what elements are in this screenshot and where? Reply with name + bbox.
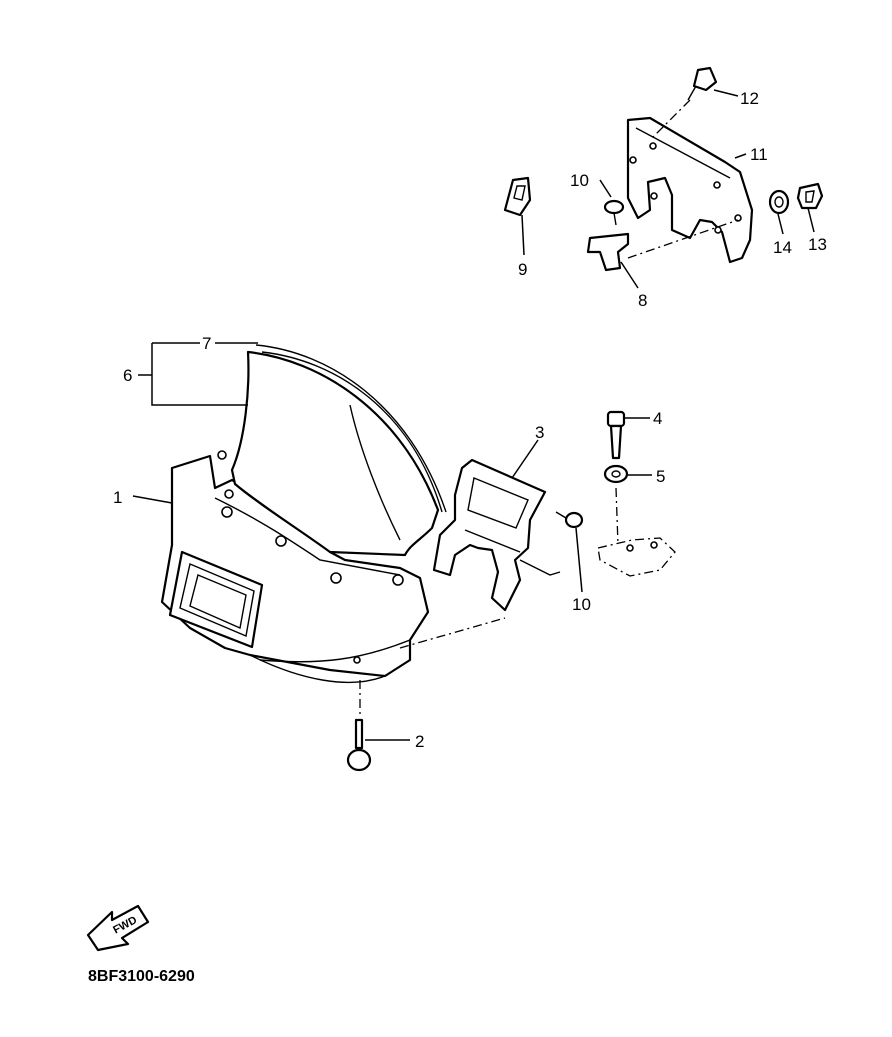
callout-14: 14 — [773, 238, 792, 257]
fwd-arrow-icon: FWD — [86, 904, 150, 952]
callout-7: 7 — [202, 334, 211, 353]
callout-5: 5 — [656, 467, 665, 486]
callout-3: 3 — [535, 423, 544, 442]
leader-lines — [132, 89, 815, 741]
collar-13-part — [796, 182, 824, 210]
clip-9-part — [503, 176, 532, 217]
windshield-part — [230, 344, 447, 557]
bolt-4-part — [606, 410, 626, 460]
callout-9: 9 — [518, 260, 527, 279]
callout-1: 1 — [113, 488, 122, 507]
callout-11: 11 — [750, 145, 768, 164]
diagram-code: 8BF3100-6290 — [88, 968, 195, 985]
callout-10-top: 10 — [570, 171, 589, 190]
bolt-2-part — [346, 718, 372, 772]
washer-5-part — [603, 464, 629, 484]
nut-plate-8-part — [586, 232, 630, 272]
bracket-stay-part — [432, 458, 561, 612]
assembly-lines — [359, 99, 739, 715]
callout-8: 8 — [638, 291, 647, 310]
grommet-14-part — [768, 189, 790, 215]
screw-10-top-part — [603, 199, 625, 226]
callout-12: 12 — [740, 89, 759, 108]
callout-4: 4 — [653, 409, 662, 428]
front-cowling-part — [160, 450, 430, 684]
callout-2: 2 — [415, 732, 424, 751]
callout-13: 13 — [808, 235, 827, 254]
callout-10-right: 10 — [572, 595, 591, 614]
screw-10-right-part — [555, 511, 584, 529]
bolt-12-part — [687, 66, 718, 101]
frame-bracket-ghost — [597, 537, 676, 577]
callout-labels: 1 2 3 4 5 6 7 8 9 10 10 11 12 13 14 — [113, 89, 827, 751]
mounting-plate-part — [626, 116, 754, 264]
callout-6: 6 — [123, 366, 132, 385]
